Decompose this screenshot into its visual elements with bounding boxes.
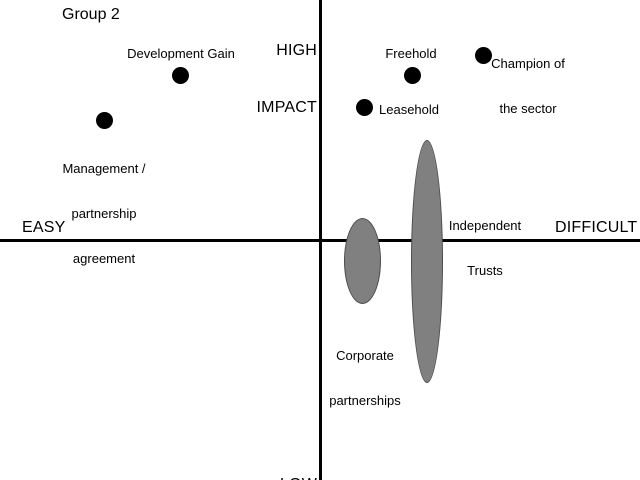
axis-label-low-impact: LOW IMPACT: [200, 437, 317, 480]
data-label-freehold: Freehold: [385, 46, 437, 61]
axis-label-high-impact-line1: HIGH: [276, 42, 317, 59]
data-label-champion-of-the-sector: Champion of the sector: [468, 26, 588, 146]
data-point-leasehold[interactable]: [356, 99, 373, 116]
axis-label-low-impact-line1: LOW: [200, 475, 317, 480]
axis-label-high-impact-line2: IMPACT: [256, 99, 317, 116]
axis-label-high-impact: HIGH IMPACT: [200, 3, 317, 155]
data-label-corporate-line2: partnerships: [329, 393, 401, 408]
vertical-axis: [319, 0, 322, 480]
data-label-leasehold: Leasehold: [379, 102, 439, 117]
data-point-management-partnership-agreement[interactable]: [96, 112, 113, 129]
data-label-independent-trusts: Independent Trusts: [430, 188, 540, 308]
axis-label-easy: EASY: [22, 219, 66, 236]
data-label-development-gain: Development Gain: [127, 46, 235, 61]
axis-label-difficult: DIFFICULT: [555, 219, 638, 236]
data-label-champion-line1: Champion of: [491, 56, 565, 71]
data-label-management-line2: partnership: [71, 206, 137, 221]
data-label-management-partnership-agreement: Management / partnership agreement: [24, 131, 184, 296]
range-marker-corporate-partnerships[interactable]: [344, 218, 381, 304]
data-label-corporate-partnerships: Corporate partnerships: [310, 318, 420, 438]
data-point-development-gain[interactable]: [172, 67, 189, 84]
data-label-management-line3: agreement: [72, 251, 136, 266]
data-label-independent-line2: Trusts: [467, 263, 503, 278]
data-point-champion-of-the-sector[interactable]: [475, 47, 492, 64]
range-marker-independent-trusts[interactable]: [411, 140, 443, 383]
data-point-freehold[interactable]: [404, 67, 421, 84]
data-label-management-line1: Management /: [62, 161, 146, 176]
data-label-independent-line1: Independent: [448, 218, 522, 233]
page-title: Group 2: [62, 6, 120, 23]
data-label-champion-line2: the sector: [499, 101, 557, 116]
data-label-corporate-line1: Corporate: [336, 348, 394, 363]
